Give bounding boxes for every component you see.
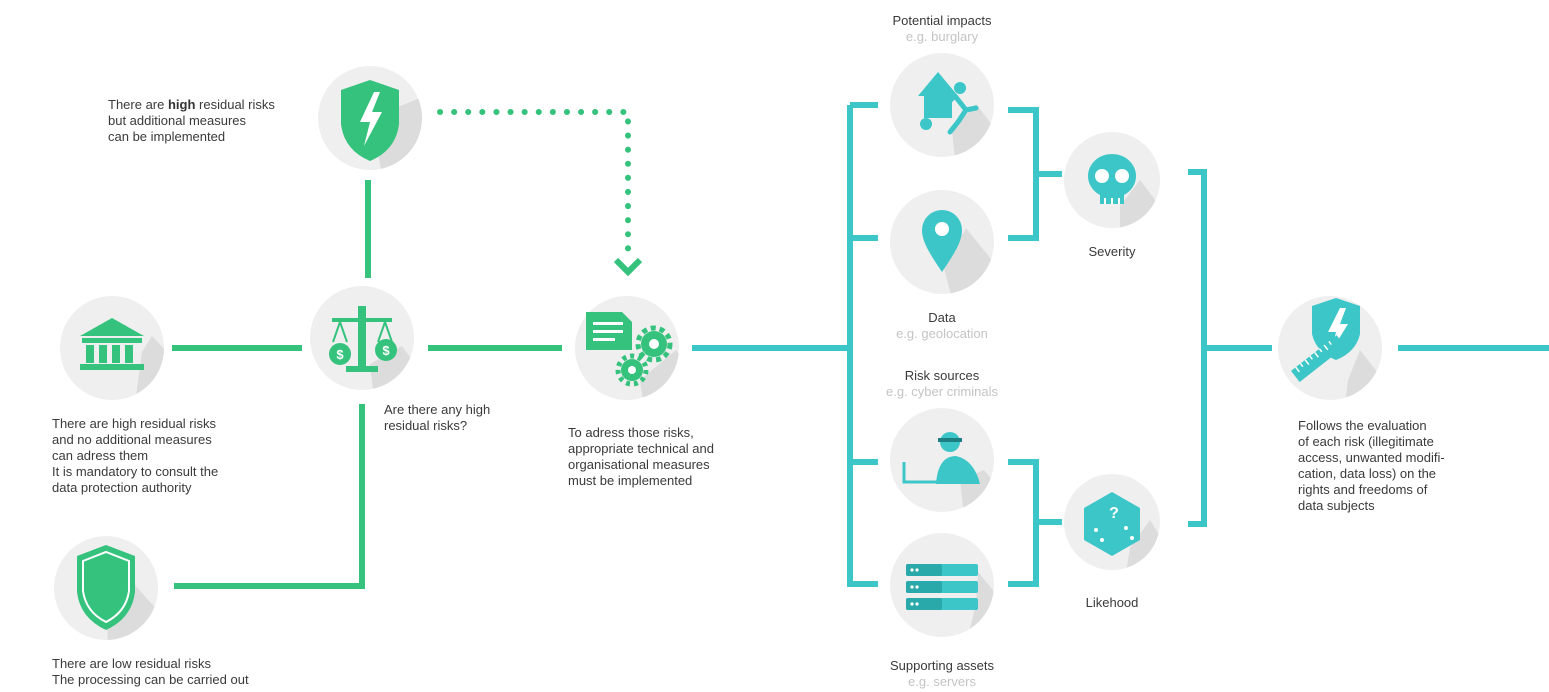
likelihood-bracket	[1008, 459, 1039, 587]
evaluation-bracket	[1188, 169, 1207, 527]
question-caption: Are there any high residual risks?	[384, 402, 491, 433]
data-caption: Data e.g. geolocation	[896, 310, 988, 341]
chevron-down-icon	[613, 257, 643, 277]
teal-connectors	[692, 102, 1549, 587]
assets-caption: Supporting assets e.g. servers	[889, 658, 995, 689]
shield-lightning-icon	[318, 66, 422, 170]
skull-icon	[1064, 132, 1160, 228]
svg-text:$: $	[382, 343, 390, 358]
location-pin-icon	[890, 190, 994, 294]
likelihood-label: Likehood	[1085, 595, 1139, 610]
additional-measures-caption: There are high residual risks but additi…	[108, 97, 275, 144]
sources-caption: Risk sources e.g. cyber criminals	[886, 368, 998, 399]
impacts-caption: Potential impacts e.g. burglary	[892, 13, 992, 44]
severity-label: Severity	[1088, 244, 1136, 259]
green-connectors	[172, 109, 643, 589]
burglar-house-icon	[890, 53, 994, 157]
ruler-lightning-icon	[1278, 296, 1382, 400]
connector-scale-lowrisks	[174, 404, 365, 589]
svg-text:?: ?	[1109, 505, 1119, 522]
evaluation-caption: Follows the evaluation of each risk (ill…	[1298, 418, 1445, 513]
dotted-arrow-path	[437, 109, 631, 253]
balance-scale-icon: $ $	[310, 286, 414, 390]
dice-icon: ?	[1064, 474, 1160, 570]
svg-text:$: $	[336, 347, 344, 362]
severity-bracket	[1008, 107, 1039, 241]
government-building-icon	[60, 296, 164, 400]
low-risks-caption: There are low residual risks The process…	[52, 656, 249, 687]
authority-caption: There are high residual risks and no add…	[52, 416, 219, 495]
measures-caption: To adress those risks, appropriate techn…	[568, 425, 714, 488]
shield-icon	[54, 536, 158, 640]
document-gears-icon	[575, 296, 679, 400]
server-icon	[890, 533, 994, 637]
